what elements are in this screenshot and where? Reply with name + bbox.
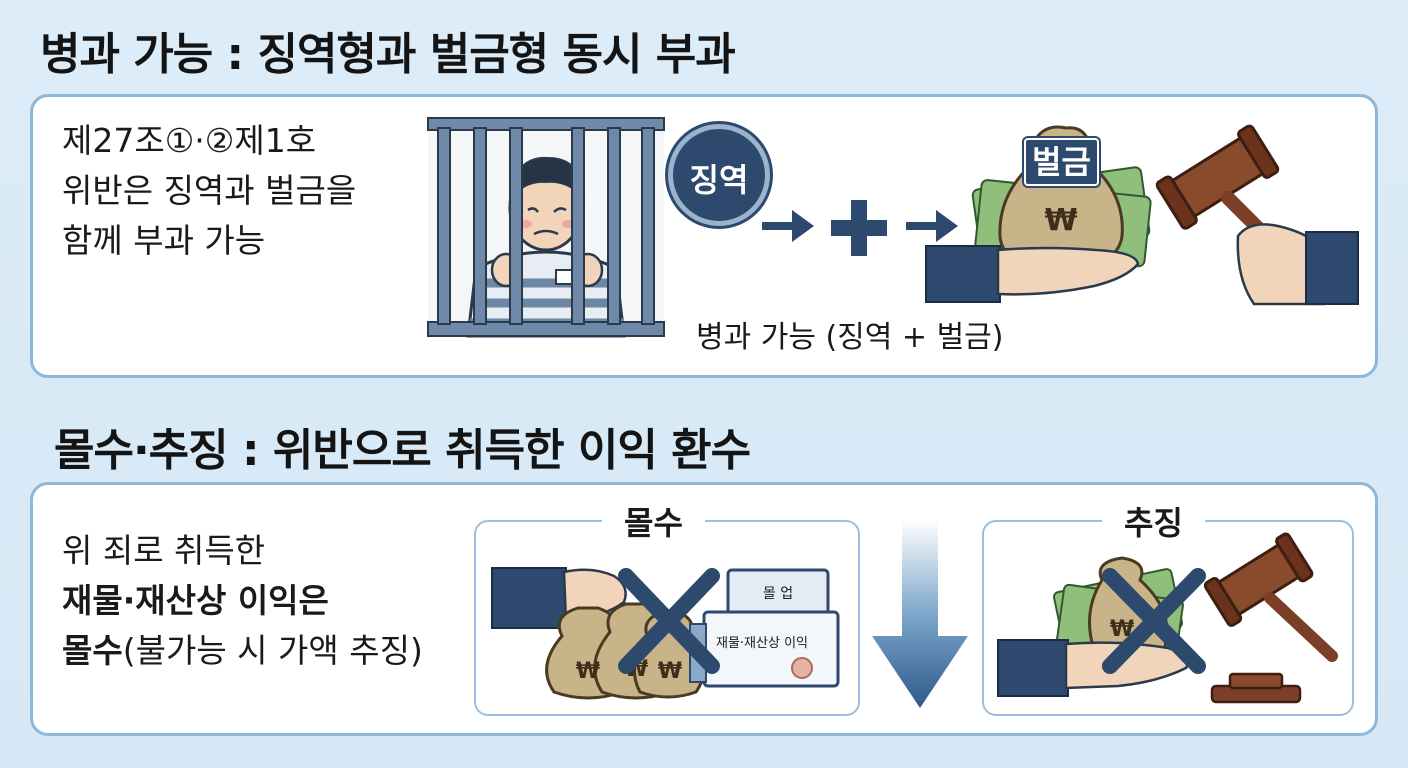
hand-icon — [491, 567, 567, 629]
cross-icon — [1102, 568, 1206, 674]
currency-symbol: ₩ — [576, 659, 600, 684]
plus-icon — [831, 200, 887, 256]
section2-heading: 몰수·추징 : 위반으로 취득한 이익 환수 — [54, 425, 751, 476]
collection-assets-icon: ₩ — [997, 532, 1338, 704]
joint-penalty-description: 제27조①·②제1호 위반은 징역과 벌금을 함께 부과 가능 — [62, 116, 356, 266]
collection-note: (불가능 시 가액 추징) — [122, 631, 423, 670]
document-title: 몰 업 — [763, 586, 793, 602]
fine-badge: 벌금 — [1024, 138, 1099, 186]
collection-label: 추징 — [1102, 498, 1205, 544]
description-line: 위반은 징역과 벌금을 — [62, 171, 357, 210]
section1-heading: 병과 가능 : 징역형과 벌금형 동시 부과 — [40, 29, 736, 80]
arrow-right-icon — [762, 210, 958, 242]
description-line: 제27조①·②제1호 — [62, 121, 317, 160]
arrow-down-icon — [872, 520, 968, 708]
hand-icon — [997, 639, 1190, 697]
confiscated-assets-icon: ₩ ₩ ₩ 몰 업 재물·재산상 이익 — [491, 567, 840, 700]
currency-symbol: ₩ — [1044, 203, 1077, 238]
gavel-icon — [1203, 532, 1338, 704]
confiscation-term: 몰수 — [62, 631, 123, 670]
document-icon — [689, 568, 840, 688]
prison-badge-label: 징역 — [689, 161, 749, 199]
joint-penalty-caption: 병과 가능 (징역 + 벌금) — [696, 320, 1004, 355]
description-line-bold: 재물·재산상 이익은 — [62, 581, 329, 620]
confiscation-label: 몰수 — [602, 498, 705, 544]
description-line: 몰수(불가능 시 가액 추징) — [62, 626, 423, 676]
prison-badge: 징역 — [668, 124, 770, 226]
description-line: 위 죄로 취득한 — [62, 531, 266, 570]
prison-bars-icon — [427, 117, 665, 338]
hand-icon — [925, 245, 1140, 303]
description-line: 함께 부과 가능 — [62, 221, 266, 260]
cross-icon — [618, 568, 720, 674]
gavel-icon — [1155, 124, 1359, 306]
confiscation-description: 위 죄로 취득한 재물·재산상 이익은 몰수(불가능 시 가액 추징) — [62, 526, 423, 676]
currency-symbol: ₩ — [658, 659, 682, 684]
document-text: 재물·재산상 이익 — [716, 636, 808, 651]
